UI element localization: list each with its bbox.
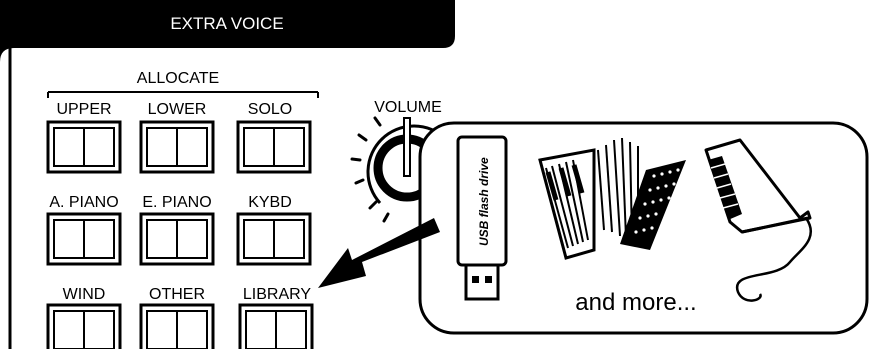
button-label-a-piano: A. PIANO [49, 194, 118, 211]
button-other[interactable] [141, 305, 213, 349]
volume-label: VOLUME [374, 99, 442, 116]
allocate-label: ALLOCATE [137, 70, 219, 87]
button-label-lower: LOWER [148, 101, 207, 118]
usb-flash-drive-label: USB flash drive [477, 157, 491, 246]
button-label-upper: UPPER [56, 101, 111, 118]
button-label-e-piano: E. PIANO [142, 194, 211, 211]
button-label-solo: SOLO [248, 101, 292, 118]
button-label-wind: WIND [63, 286, 106, 303]
button-a-piano[interactable] [48, 214, 120, 264]
callout-caption: and more... [575, 289, 696, 316]
button-label-library: LIBRARY [243, 286, 312, 303]
panel-title: EXTRA VOICE [170, 14, 283, 33]
button-library[interactable] [240, 305, 312, 349]
button-upper[interactable] [48, 122, 120, 172]
button-e-piano[interactable] [141, 214, 213, 264]
button-label-other: OTHER [149, 286, 205, 303]
button-wind[interactable] [48, 305, 120, 349]
button-solo[interactable] [238, 122, 310, 172]
button-lower[interactable] [141, 122, 213, 172]
button-label-kybd: KYBD [248, 194, 292, 211]
button-kybd[interactable] [238, 214, 310, 264]
